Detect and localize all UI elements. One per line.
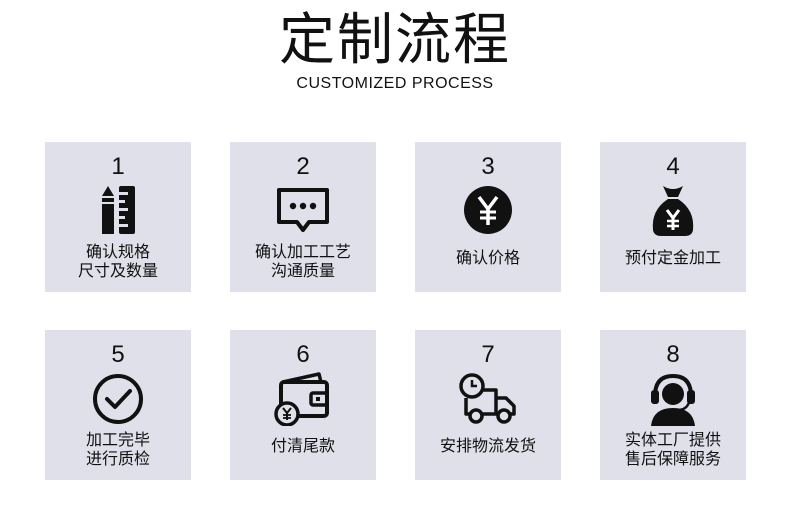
step-number: 6 — [296, 341, 310, 368]
step-label-line1: 确认规格 — [85, 242, 150, 261]
step-label-line1: 确认加工工艺 — [254, 242, 351, 261]
step-label-line2: 尺寸及数量 — [77, 261, 158, 280]
step-card-6: 6 付清尾款 — [230, 330, 376, 480]
step-label-line1: 加工完毕 — [85, 430, 150, 449]
step-card-5: 5 加工完毕 进行质检 — [45, 330, 191, 480]
step-label-line1: 安排物流发货 — [439, 436, 536, 455]
step-label-line2: 进行质检 — [85, 449, 150, 468]
decorative-divider — [255, 106, 535, 116]
step-label-line1: 实体工厂提供 — [624, 430, 721, 449]
step-number: 3 — [481, 153, 495, 180]
step-label-line2: 售后保障服务 — [624, 449, 721, 468]
step-card-3: 3 确认价格 — [415, 142, 561, 292]
step-number: 2 — [296, 153, 310, 180]
step-label-line1: 付清尾款 — [270, 436, 335, 455]
step-label-line1: 预付定金加工 — [624, 248, 721, 267]
step-number: 1 — [111, 153, 125, 180]
step-number: 4 — [666, 153, 680, 180]
wallet-yen-icon — [273, 372, 333, 426]
page-subtitle: CUSTOMIZED PROCESS — [296, 75, 494, 92]
money-bag-icon — [643, 184, 703, 238]
step-number: 8 — [666, 341, 680, 368]
step-label-line2: 沟通质量 — [270, 261, 335, 280]
chat-bubble-icon — [273, 184, 333, 238]
delivery-truck-icon — [458, 372, 518, 426]
step-card-4: 4 预付定金加工 — [600, 142, 746, 292]
step-card-2: 2 确认加工工艺 沟通质量 — [230, 142, 376, 292]
step-card-7: 7 安排物流发货 — [415, 330, 561, 480]
page-title: 定制流程 — [279, 8, 511, 73]
step-label-line1: 确认价格 — [455, 248, 520, 267]
headset-support-icon — [643, 372, 703, 426]
step-number: 5 — [111, 341, 125, 368]
check-circle-icon — [88, 372, 148, 426]
step-number: 7 — [481, 341, 495, 368]
pencil-ruler-icon — [88, 184, 148, 238]
yen-coin-icon — [458, 184, 518, 238]
step-card-8: 8 实体工厂提供 售后保障服务 — [600, 330, 746, 480]
step-card-1: 1 确认规格 尺寸及数量 — [45, 142, 191, 292]
